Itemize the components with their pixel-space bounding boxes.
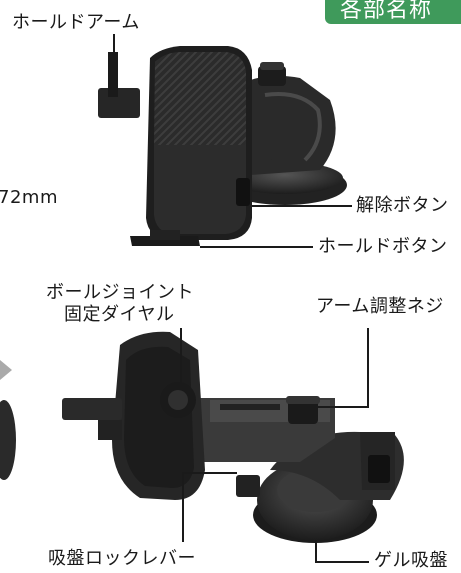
left-hold-arm xyxy=(98,88,140,118)
leader-ball-joint xyxy=(180,328,182,388)
section-badge xyxy=(325,0,461,24)
label-release-button: 解除ボタン xyxy=(356,195,449,216)
leader-arm-adjust xyxy=(318,406,368,408)
label-arm-adjust-screw: アーム調整ネジ xyxy=(316,296,444,317)
top-adjust-knob xyxy=(258,66,286,86)
leader-gel-suction xyxy=(315,540,317,562)
section-title: 各部名称 xyxy=(340,0,433,23)
label-gel-suction: ゲル吸盤 xyxy=(374,550,448,571)
arm-adjust-screw-shape xyxy=(288,400,318,424)
side-hold-arm xyxy=(62,398,122,420)
leader-suction-lock xyxy=(182,472,184,542)
leader-release-button xyxy=(252,205,352,207)
release-button-shape xyxy=(236,178,250,206)
leader-hold-button xyxy=(200,246,313,248)
label-hold-arm: ホールドアーム xyxy=(12,12,140,33)
label-suction-lock-lever: 吸盤ロックレバー xyxy=(48,548,196,569)
top-mount-view xyxy=(98,46,347,246)
partial-left-shape xyxy=(0,400,16,480)
bottom-mount-view xyxy=(62,331,404,543)
label-ball-joint-line1: ボールジョイント xyxy=(46,282,194,303)
suction-lock-lever-shape xyxy=(236,475,260,497)
leader-hold-arm xyxy=(113,34,115,56)
label-ball-joint-line2: 固定ダイヤル xyxy=(64,304,175,325)
carbon-panel xyxy=(154,52,246,145)
leader-gel-suction-h xyxy=(315,561,369,563)
label-width-partial: 72mm xyxy=(0,187,58,208)
label-hold-button: ホールドボタン xyxy=(318,236,448,257)
hold-button-shape xyxy=(130,236,200,246)
leader-arm-adjust-v xyxy=(367,328,369,408)
leader-suction-lock-h xyxy=(182,472,237,474)
